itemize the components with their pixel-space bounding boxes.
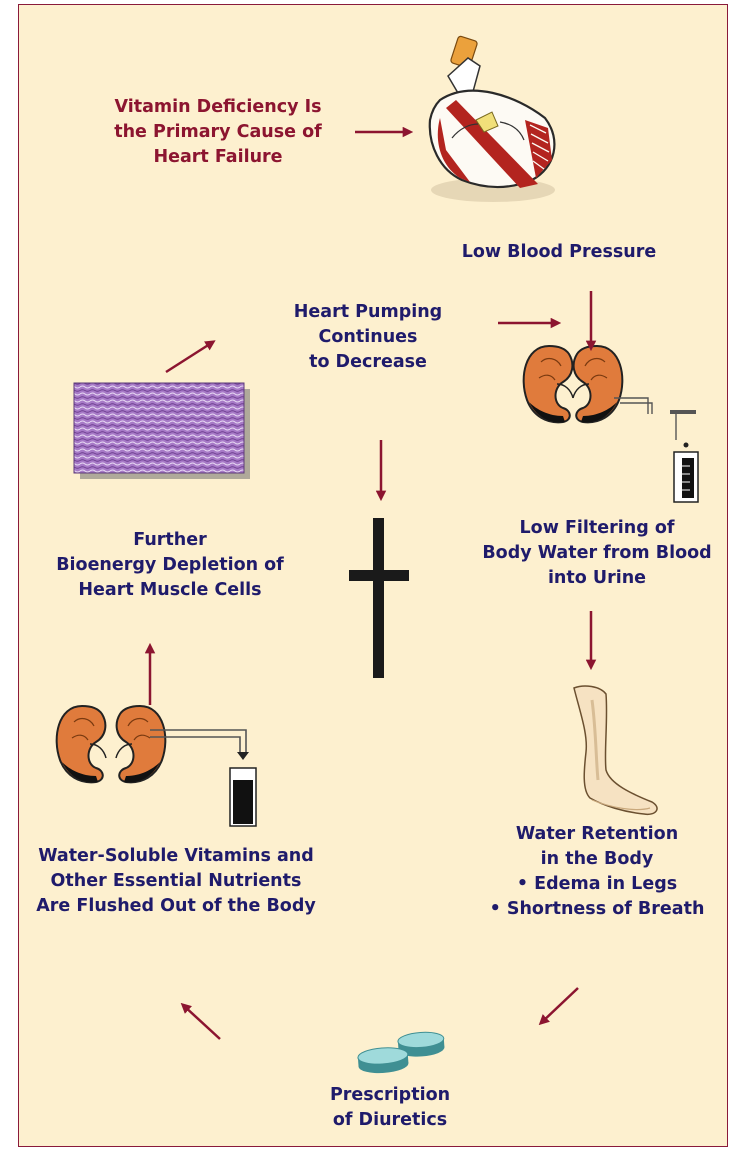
- leg-icon: [574, 686, 657, 814]
- label-low-blood-pressure: Low Blood Pressure: [424, 240, 694, 265]
- label-prescription-diuretics: Prescription of Diuretics: [300, 1083, 480, 1133]
- label-water-retention: Water Retention in the Body • Edema in L…: [473, 822, 721, 922]
- muscle-tissue-icon: [74, 383, 250, 479]
- label-vitamins-flushed: Water-Soluble Vitamins and Other Essenti…: [26, 844, 326, 919]
- label-low-filtering: Low Filtering of Body Water from Blood i…: [473, 516, 721, 591]
- label-vitamin-deficiency: Vitamin Deficiency Is the Primary Cause …: [83, 95, 353, 170]
- heart-icon: [430, 36, 555, 202]
- cross-icon: [349, 518, 409, 678]
- kidneys-icon: [57, 706, 256, 826]
- label-bioenergy-depletion: Further Bioenergy Depletion of Heart Mus…: [40, 528, 300, 603]
- arrow-depletion-to-pumping: [166, 342, 213, 372]
- pills-icon: [357, 1031, 445, 1075]
- label-heart-pumping: Heart Pumping Continues to Decrease: [258, 300, 478, 375]
- arrow-diuretics-to-flushed: [183, 1005, 220, 1039]
- arrow-retention-to-diuretics: [541, 988, 578, 1023]
- kidneys-icon: [524, 346, 698, 502]
